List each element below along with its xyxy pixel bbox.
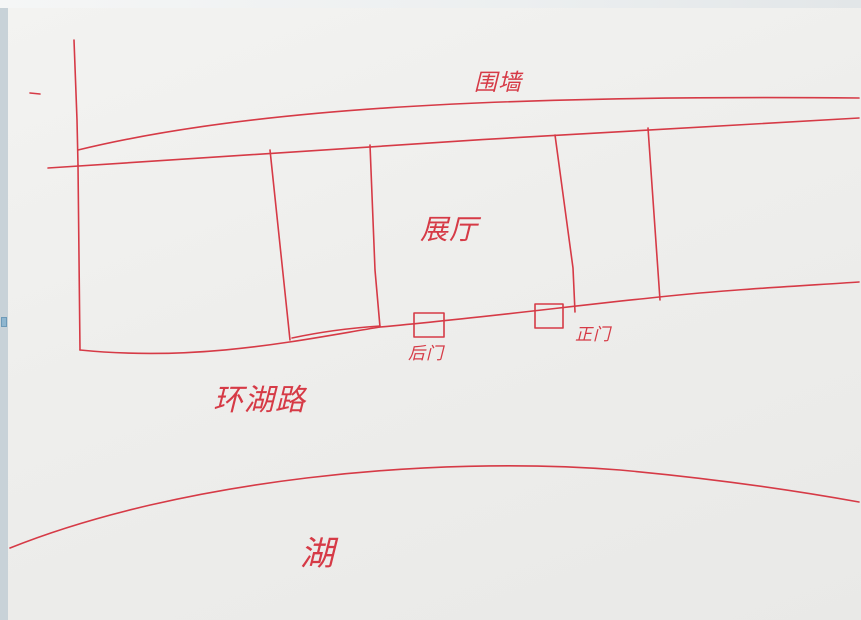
paper-sheet [8,8,861,620]
top-strip [0,0,861,8]
left-tick-mark [29,92,41,95]
lower-segment-left [291,325,381,339]
division-line-3 [554,134,576,313]
lake-shore-line [9,465,860,549]
label-wall: 围墙 [474,70,522,96]
edge-handle [1,317,7,327]
division-line-4 [647,127,661,301]
gate-right-box [534,303,564,329]
gate-left-box [413,312,445,338]
label-road: 环湖路 [213,383,306,418]
label-gate-right: 正门 [575,325,611,345]
building-left-edge [77,164,81,351]
division-line-1 [269,149,291,341]
label-hall: 展厅 [420,213,479,246]
building-bottom-line [79,281,860,355]
wall-line [77,96,860,151]
building-top-line [47,117,860,169]
label-gate-left: 后门 [408,344,444,364]
vertical-axis-line [73,39,79,166]
label-lake: 湖 [300,534,335,574]
division-line-2 [369,144,381,328]
